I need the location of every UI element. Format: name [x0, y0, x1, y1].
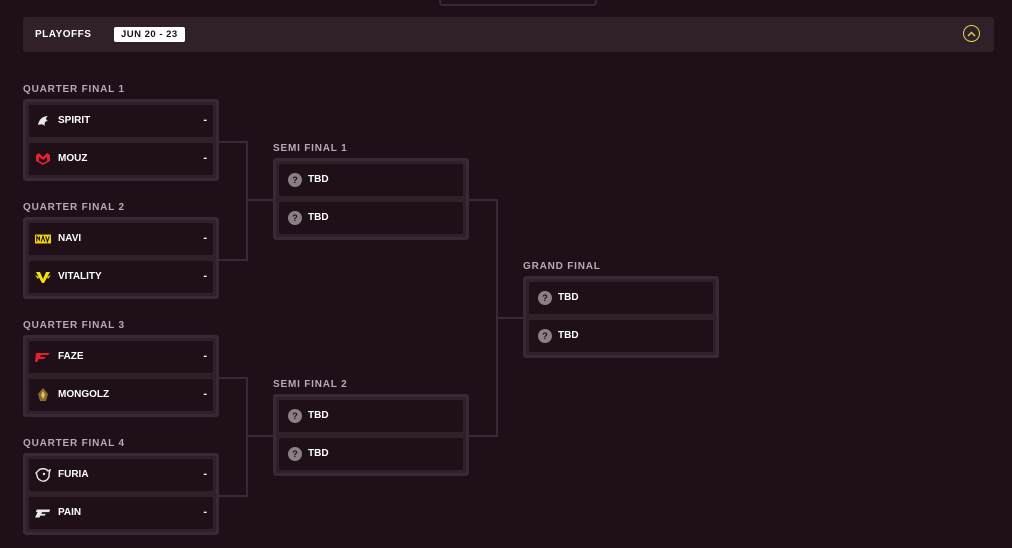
team-name: TBD: [558, 292, 579, 303]
sf1-label: SEMI FINAL 1: [273, 143, 348, 154]
team-score: -: [203, 468, 207, 480]
team-row[interactable]: ? TBD: [279, 202, 463, 234]
team-row[interactable]: ? TBD: [529, 320, 713, 352]
bracket-connector: [469, 435, 497, 437]
team-name: MONGOLZ: [58, 389, 110, 400]
bracket-connector: [496, 317, 523, 319]
question-mark-icon: ?: [288, 211, 302, 225]
match-qf3: FAZE - MONGOLZ -: [23, 335, 219, 417]
match-qf1: SPIRIT - MOUZ -: [23, 99, 219, 181]
bracket-connector: [246, 435, 273, 437]
team-score: -: [203, 388, 207, 400]
team-row[interactable]: ? TBD: [279, 438, 463, 470]
team-row[interactable]: NAVI -: [29, 223, 213, 255]
team-name: TBD: [308, 410, 329, 421]
team-row[interactable]: VITALITY -: [29, 261, 213, 293]
question-mark-icon: ?: [538, 329, 552, 343]
team-name: FURIA: [58, 469, 89, 480]
team-name: TBD: [308, 212, 329, 223]
chevron-up-icon: [967, 31, 976, 36]
top-tab-edge: [439, 0, 597, 6]
question-mark-icon: ?: [288, 173, 302, 187]
match-qf4: FURIA - PAIN -: [23, 453, 219, 535]
bracket-connector: [246, 199, 273, 201]
question-mark-icon: ?: [288, 409, 302, 423]
team-row[interactable]: MONGOLZ -: [29, 379, 213, 411]
question-mark-icon: ?: [288, 447, 302, 461]
team-name: FAZE: [58, 351, 84, 362]
bracket-connector: [219, 259, 247, 261]
team-row[interactable]: ? TBD: [279, 164, 463, 196]
bracket-connector: [219, 377, 247, 379]
team-row[interactable]: FAZE -: [29, 341, 213, 373]
gf-label: GRAND FINAL: [523, 261, 601, 272]
sf2-label: SEMI FINAL 2: [273, 379, 348, 390]
team-name: TBD: [558, 330, 579, 341]
team-score: -: [203, 114, 207, 126]
bracket-connector: [219, 141, 247, 143]
bracket-connector: [246, 141, 248, 261]
mouz-logo-icon: [35, 151, 51, 167]
team-score: -: [203, 506, 207, 518]
team-row[interactable]: SPIRIT -: [29, 105, 213, 137]
match-grand-final: ? TBD ? TBD: [523, 276, 719, 358]
qf1-label: QUARTER FINAL 1: [23, 84, 125, 95]
pain-logo-icon: [35, 505, 51, 521]
team-row[interactable]: ? TBD: [279, 400, 463, 432]
team-name: MOUZ: [58, 153, 88, 164]
team-name: TBD: [308, 448, 329, 459]
team-name: TBD: [308, 174, 329, 185]
faze-logo-icon: [35, 349, 51, 365]
bracket-connector: [219, 495, 247, 497]
team-score: -: [203, 350, 207, 362]
team-row[interactable]: MOUZ -: [29, 143, 213, 175]
team-row[interactable]: ? TBD: [529, 282, 713, 314]
qf2-label: QUARTER FINAL 2: [23, 202, 125, 213]
question-mark-icon: ?: [538, 291, 552, 305]
team-name: VITALITY: [58, 271, 102, 282]
match-sf1: ? TBD ? TBD: [273, 158, 469, 240]
team-name: SPIRIT: [58, 115, 91, 126]
team-name: NAVI: [58, 233, 82, 244]
qf4-label: QUARTER FINAL 4: [23, 438, 125, 449]
team-score: -: [203, 232, 207, 244]
furia-logo-icon: [35, 467, 51, 483]
qf3-label: QUARTER FINAL 3: [23, 320, 125, 331]
bracket-connector: [469, 199, 497, 201]
spirit-logo-icon: [35, 113, 51, 129]
mongolz-logo-icon: [35, 387, 51, 403]
bracket-connector: [246, 377, 248, 497]
team-name: PAIN: [58, 507, 82, 518]
match-sf2: ? TBD ? TBD: [273, 394, 469, 476]
playoffs-title: PLAYOFFS: [35, 29, 92, 40]
match-qf2: NAVI - VITALITY -: [23, 217, 219, 299]
vitality-logo-icon: [35, 269, 51, 285]
navi-logo-icon: [35, 231, 51, 247]
team-score: -: [203, 152, 207, 164]
date-badge: JUN 20 - 23: [114, 27, 185, 42]
collapse-button[interactable]: [963, 25, 980, 42]
playoffs-header: PLAYOFFS JUN 20 - 23: [23, 17, 994, 52]
team-row[interactable]: PAIN -: [29, 497, 213, 529]
team-row[interactable]: FURIA -: [29, 459, 213, 491]
team-score: -: [203, 270, 207, 282]
